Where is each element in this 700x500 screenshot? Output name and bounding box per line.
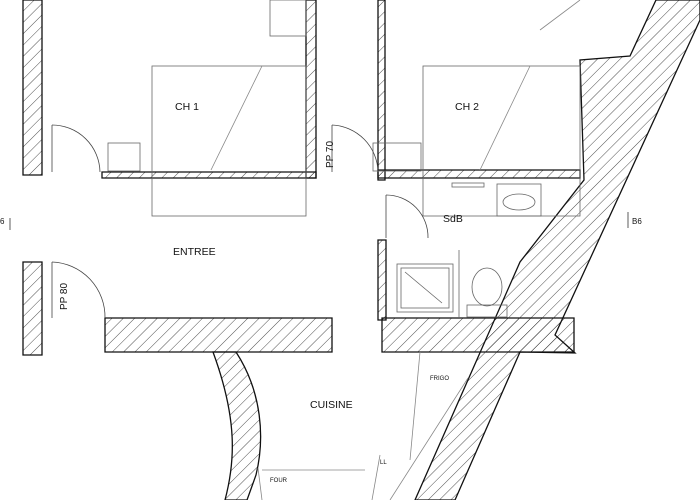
- wall-ch2-left: [377, 0, 386, 181]
- walls: [22, 0, 700, 500]
- door-swing-sdb: [385, 194, 429, 239]
- door-label-pp80: PP 80: [59, 283, 70, 310]
- nightstand-ch1: [107, 142, 141, 172]
- closet-ch1: [269, 0, 307, 37]
- bed-ch2: [422, 65, 581, 217]
- room-label-sdb: SdB: [443, 213, 463, 225]
- furniture: [107, 0, 581, 500]
- section-mark-right: B6: [632, 217, 642, 226]
- door-label-pp70: PP 70: [325, 141, 336, 168]
- wall-ch1-right: [305, 0, 317, 179]
- door-swing-ch1: [51, 124, 101, 173]
- room-label-entree: ENTREE: [173, 246, 216, 258]
- wall-left-upper: [22, 0, 43, 176]
- nightstand-ch2: [372, 142, 422, 172]
- shower-tray: [396, 263, 454, 313]
- door-swing-ch2: [331, 124, 379, 173]
- fixture-label-four: FOUR: [270, 478, 288, 484]
- toilet-tank: [466, 304, 508, 318]
- toilet-bowl: [471, 267, 503, 307]
- room-label-ch2: CH 2: [455, 101, 479, 113]
- doors: [51, 124, 429, 319]
- fixture-label-frigo: FRIGO: [430, 376, 449, 382]
- wall-kitchen-top-left: [104, 317, 333, 353]
- room-label-cuisine: CUISINE: [310, 399, 353, 411]
- room-label-ch1: CH 1: [175, 101, 199, 113]
- wall-sdb-lower: [377, 239, 387, 321]
- wall-left-lower: [22, 261, 43, 356]
- wall-diagonal-exterior: [414, 0, 700, 500]
- bed-ch1: [151, 65, 307, 217]
- wall-curved-kitchen: [212, 351, 262, 500]
- fixture-label-ll: LL: [380, 460, 387, 466]
- wall-ch1-bottom: [101, 171, 317, 179]
- door-swing-entree: [51, 261, 106, 319]
- kitchen-counter: [262, 351, 469, 500]
- sink: [496, 183, 542, 217]
- section-lines: [9, 212, 629, 230]
- section-mark-left: 6: [0, 217, 5, 226]
